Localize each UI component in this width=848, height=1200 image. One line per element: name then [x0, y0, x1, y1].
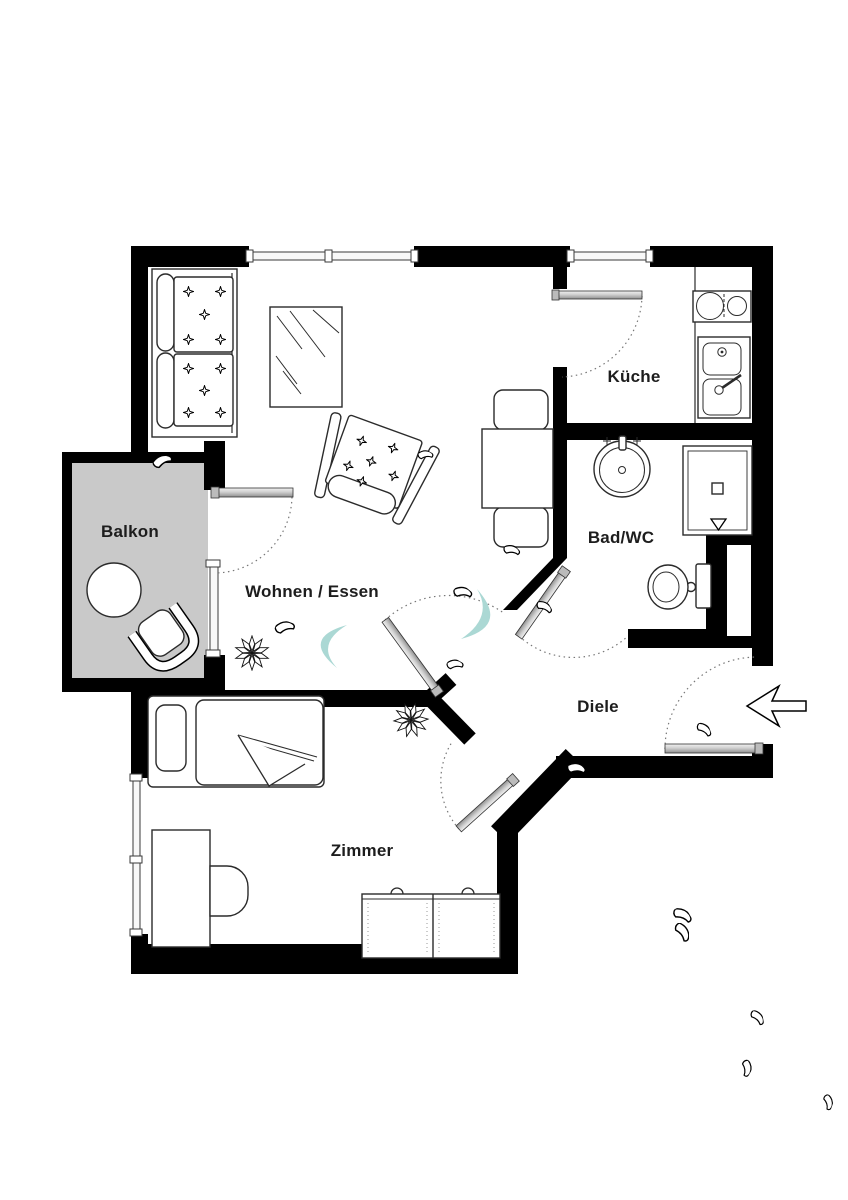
dining-table: [481, 428, 554, 509]
blanket: [195, 699, 324, 786]
desk: [151, 829, 249, 948]
armchair: [314, 412, 440, 525]
label-balkon: Balkon: [101, 522, 159, 541]
balcony-chair: [127, 602, 200, 672]
kueche-fixtures: [692, 267, 752, 423]
dining-table-set: [481, 389, 554, 548]
pillow: [155, 704, 187, 772]
room-wohnen-essen-furniture: [151, 268, 554, 548]
window-balcony-door-side: [205, 559, 221, 658]
label-kueche: Küche: [608, 367, 661, 386]
window-top-living: [245, 246, 419, 267]
wardrobe: [361, 887, 501, 959]
walls: [62, 246, 773, 974]
label-bad-wc: Bad/WC: [588, 528, 654, 547]
teal-swoosh-right: [461, 589, 491, 639]
stove: [692, 290, 752, 323]
door-balkon: [210, 486, 294, 574]
shaft: [727, 545, 751, 636]
door-wohnen: [381, 594, 506, 698]
sofa: [151, 268, 238, 438]
label-wohnen-essen: Wohnen / Essen: [245, 582, 379, 601]
label-diele: Diele: [577, 697, 619, 716]
plant-flower-icon: [234, 635, 270, 671]
dining-chair: [493, 389, 549, 431]
balcony-table: [86, 562, 142, 618]
toilet: [647, 563, 712, 610]
blanket-fold: [237, 734, 306, 787]
decor: [234, 589, 491, 742]
kitchen-sink: [697, 336, 751, 419]
window-top-kitchen: [566, 246, 654, 267]
door-kueche: [551, 289, 643, 378]
zimmer-furniture: [147, 695, 501, 959]
dining-chair: [493, 506, 549, 548]
door-hinge: [210, 486, 220, 499]
teal-swoosh-left: [320, 625, 347, 668]
door-zimmer: [440, 741, 520, 833]
window-zimmer: [129, 773, 148, 937]
balcony-furniture: [86, 447, 836, 1111]
door-entrance: [664, 656, 764, 755]
rug: [269, 306, 343, 408]
bad-fixtures: [593, 435, 753, 610]
door-hinge: [551, 289, 560, 301]
desk-chair: [209, 865, 249, 917]
shower-drain-icon: [709, 518, 728, 532]
windows: [129, 246, 654, 937]
label-zimmer: Zimmer: [331, 841, 394, 860]
bed: [147, 695, 325, 788]
doors: [210, 289, 764, 833]
entrance-arrow-icon: [745, 684, 807, 728]
washbasin: [593, 435, 651, 498]
door-hinge: [754, 742, 764, 755]
door-bad: [514, 565, 629, 658]
shower: [682, 445, 753, 536]
